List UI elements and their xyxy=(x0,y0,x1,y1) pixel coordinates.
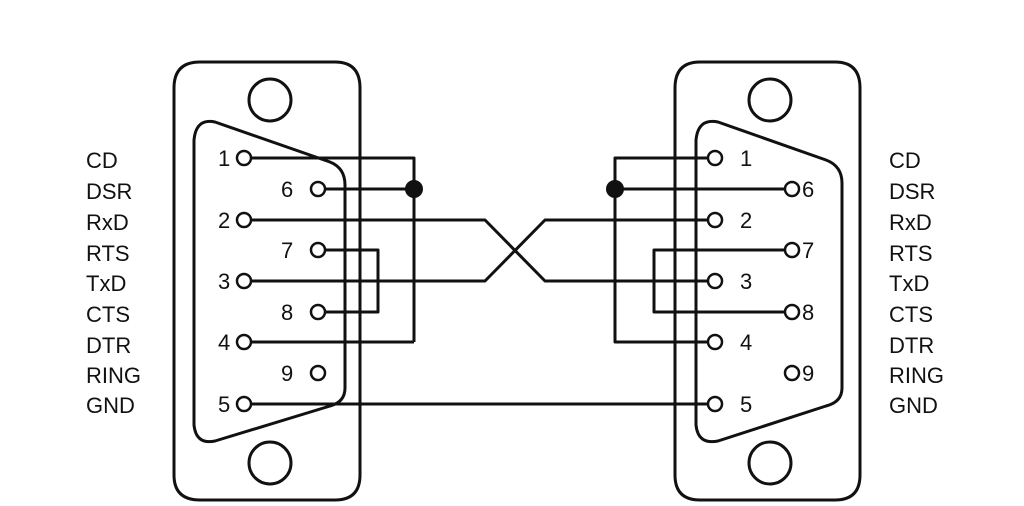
right-top-mount-hole xyxy=(747,77,793,123)
right-wire-pin1 xyxy=(613,156,708,344)
right-pin7-socket xyxy=(783,241,801,259)
left-pin5-label: 5 xyxy=(218,392,230,417)
right-pin1-socket xyxy=(706,149,724,167)
right-pin9-label: 9 xyxy=(802,361,814,386)
left-top-mount-hole xyxy=(247,77,293,123)
right-signal-rts: RTS xyxy=(889,241,933,266)
right-pin9-socket xyxy=(783,364,801,382)
right-signal-gnd: GND xyxy=(889,393,938,418)
right-pin3-label: 3 xyxy=(740,269,752,294)
left-signal-gnd: GND xyxy=(86,393,135,418)
left-signal-cts: CTS xyxy=(86,302,130,327)
right-pin2-label: 2 xyxy=(740,208,752,233)
right-signal-dsr: DSR xyxy=(889,179,936,204)
left-pin1-label: 1 xyxy=(218,146,230,171)
left-signal-cd: CD xyxy=(86,148,118,173)
left-signal-dtr: DTR xyxy=(86,333,132,358)
left-pin7-socket xyxy=(309,241,327,259)
right-pin6-label: 6 xyxy=(802,177,814,202)
left-pin5-socket xyxy=(235,395,253,413)
left-pin6-label: 6 xyxy=(281,177,293,202)
right-signal-rxd: RxD xyxy=(889,210,932,235)
left-pin8-label: 8 xyxy=(281,300,293,325)
right-pin8-label: 8 xyxy=(802,300,814,325)
right-signal-txd: TxD xyxy=(889,271,930,296)
left-pin9-label: 9 xyxy=(281,361,293,386)
right-junction-dot xyxy=(606,180,624,198)
right-signal-cd: CD xyxy=(889,148,921,173)
left-pin2-label: 2 xyxy=(218,208,230,233)
left-signal-txd: TxD xyxy=(86,271,127,296)
right-pin3-socket xyxy=(706,272,724,290)
wire-left-txd-to-right-rxd xyxy=(250,218,708,283)
right-signal-cts: CTS xyxy=(889,302,933,327)
left-pin9-socket xyxy=(309,364,327,382)
right-connector-face xyxy=(694,119,844,444)
right-pin5-label: 5 xyxy=(740,392,752,417)
right-pin8-socket xyxy=(783,303,801,321)
left-connector-face xyxy=(192,119,347,444)
right-pin4-label: 4 xyxy=(740,330,752,355)
right-signal-dtr: DTR xyxy=(889,333,935,358)
left-pin3-label: 3 xyxy=(218,269,230,294)
left-signal-rxd: RxD xyxy=(86,210,129,235)
right-signal-ring: RING xyxy=(889,363,944,388)
left-pin1-socket xyxy=(235,149,253,167)
right-pin7-label: 7 xyxy=(802,238,814,263)
right-pin6-socket xyxy=(783,180,801,198)
left-pin8-socket xyxy=(309,303,327,321)
left-pin6-socket xyxy=(309,180,327,198)
right-pin4-socket xyxy=(706,333,724,351)
left-signal-rts: RTS xyxy=(86,241,130,266)
left-connector-shell xyxy=(172,60,362,502)
left-pin3-socket xyxy=(235,272,253,290)
right-pin1-label: 1 xyxy=(740,146,752,171)
left-junction-dot xyxy=(405,180,423,198)
right-pin5-socket xyxy=(706,395,724,413)
left-bottom-mount-hole xyxy=(247,440,293,486)
left-pin4-label: 4 xyxy=(218,330,230,355)
left-pin2-socket xyxy=(235,211,253,229)
left-pin4-socket xyxy=(235,333,253,351)
left-pin7-label: 7 xyxy=(281,238,293,263)
right-pin2-socket xyxy=(706,211,724,229)
right-connector-shell xyxy=(673,60,862,502)
left-signal-dsr: DSR xyxy=(86,179,133,204)
right-bottom-mount-hole xyxy=(747,440,793,486)
left-signal-ring: RING xyxy=(86,363,141,388)
